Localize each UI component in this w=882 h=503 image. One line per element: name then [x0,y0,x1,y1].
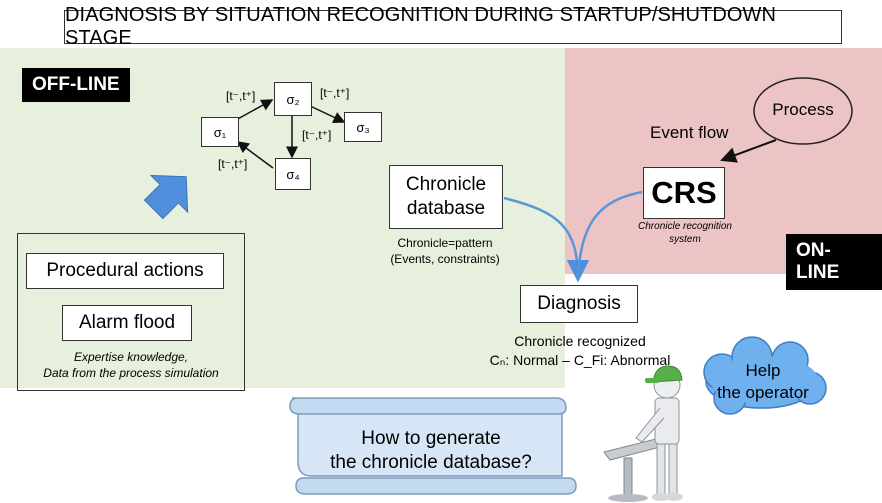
question-scroll [289,397,577,495]
event-flow-label: Event flow [650,123,729,142]
crs-caption2: system [669,234,701,245]
constraint-s1-s2: [t⁻,t⁺] [226,89,256,103]
state-sigma-3: σ₃ [344,112,382,142]
process-label: Process [772,100,834,119]
offline-sources-group [17,233,245,391]
procedural-actions-box: Procedural actions [26,253,224,289]
crs-box: CRS [643,167,725,219]
diagnosis-line2: Cₙ: Normal – C_Fi: Abnormal [489,352,671,368]
alarm-flood-box: Alarm flood [62,305,192,341]
state-sigma-2: σ₂ [274,82,312,116]
offline-label: OFF-LINE [22,68,130,102]
diagnosis-box: Diagnosis [520,285,638,323]
operator-icon [603,365,683,502]
chronicle-database-line1: Chronicle [405,174,487,195]
constraint-s2-s3: [t⁻,t⁺] [320,86,350,100]
constraint-s4-s1: [t⁻,t⁺] [218,157,248,171]
chronicle-db-caption2: (Events, constraints) [390,252,500,266]
constraint-s2-s4: [t⁻,t⁺] [302,128,332,142]
flow-arrow-icon [143,174,189,220]
chronicle-database-box: Chronicle database [389,165,503,229]
state-sigma-1: σ₁ [201,117,239,147]
offline-note-line1: Expertise knowledge, [73,350,189,364]
diagnosis-line1: Chronicle recognized [514,333,646,349]
online-label: ON-LINE [786,234,882,290]
process-node [753,77,853,145]
chronicle-database-line2: database [406,198,486,219]
db-to-diagnosis-curve [503,196,590,283]
chronicle-db-caption1: Chronicle=pattern [397,236,493,250]
crs-caption1: Chronicle recognition [638,221,732,232]
help-line2: the operator [717,383,809,402]
state-sigma-4: σ₄ [275,158,311,190]
edge-s1-s2 [235,99,274,121]
help-cloud-icon [703,336,827,415]
offline-note-line2: Data from the process simulation [43,366,219,380]
question-line1: How to generate [361,428,501,449]
crs-to-diagnosis-curve [576,190,643,281]
help-line1: Help [745,361,781,380]
edge-s4-s1 [236,141,274,169]
diagram-title: DIAGNOSIS BY SITUATION RECOGNITION DURIN… [64,4,842,49]
question-line2: the chronicle database? [330,452,532,473]
edge-s2-s3 [307,104,346,123]
event-flow-arrow [720,139,777,163]
